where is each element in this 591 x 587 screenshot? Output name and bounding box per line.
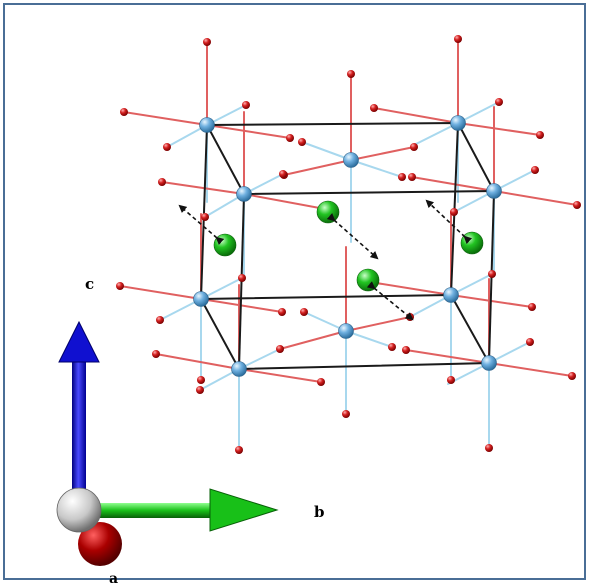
axis-a-label: a — [109, 571, 119, 587]
crystal-structure-diagram — [56, 35, 581, 566]
axis-c-label: c — [85, 275, 95, 293]
axis-triad — [56, 320, 279, 566]
axis-b-label: b — [314, 503, 325, 521]
oxygen-atoms — [116, 35, 581, 454]
metal-atoms — [193, 115, 502, 377]
displacement-arrows — [178, 199, 473, 321]
figure-frame: c b a — [3, 3, 586, 587]
bond-network — [119, 38, 578, 451]
guest-atoms — [213, 200, 484, 292]
